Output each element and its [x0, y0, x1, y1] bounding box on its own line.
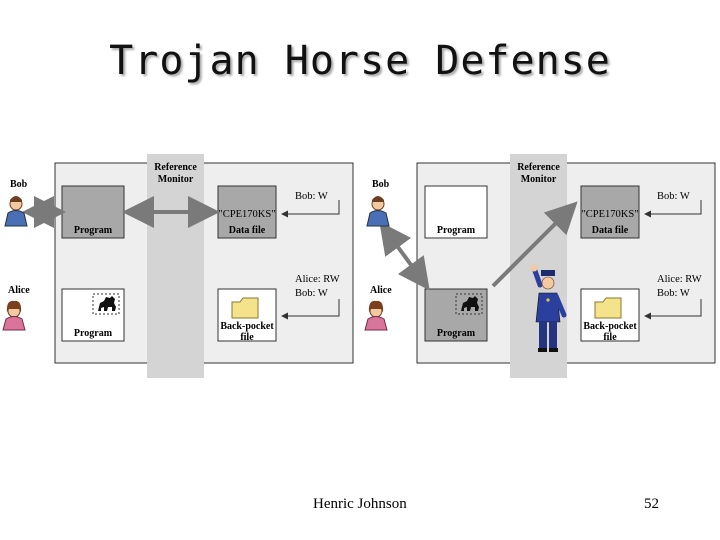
- right-trojan-box: [455, 293, 483, 315]
- left-pocket-label-1: Back-pocket: [220, 321, 274, 332]
- left-program-top-label: Program: [74, 225, 113, 236]
- slide-title: Trojan Horse Defense: [109, 38, 611, 84]
- left-data-file-label: Data file: [229, 225, 266, 236]
- footer-author: Henric Johnson: [313, 496, 407, 512]
- left-monitor-label-1: Reference: [154, 162, 197, 173]
- left-reference-monitor-band: [147, 154, 204, 378]
- right-bob-label: Bob: [372, 179, 390, 190]
- left-data-acl: Bob: W: [295, 191, 328, 202]
- right-alice-label: Alice: [370, 285, 392, 296]
- right-pocket-label-2: file: [603, 332, 617, 343]
- left-alice-avatar: [2, 300, 26, 331]
- right-panel: Reference Monitor Program Program "CPE17…: [364, 154, 716, 378]
- left-bob-avatar: [4, 196, 28, 227]
- right-monitor-label-2: Monitor: [521, 174, 557, 185]
- left-pocket-label-2: file: [240, 332, 254, 343]
- right-data-file: [580, 185, 640, 239]
- right-reference-monitor-band: [510, 154, 567, 378]
- right-pocket-acl-2: Bob: W: [657, 288, 690, 299]
- left-pocket-acl-arrow: [281, 299, 340, 320]
- left-monitor-label-2: Monitor: [158, 174, 194, 185]
- right-bob-avatar: [366, 196, 390, 227]
- right-monitor-label-1: Reference: [517, 162, 560, 173]
- right-bob-program-arrow: [379, 221, 430, 291]
- right-folder-icon: [594, 297, 622, 319]
- right-program-top: [424, 185, 488, 239]
- right-data-file-label: Data file: [592, 225, 629, 236]
- right-data-file-name: "CPE170KS": [581, 209, 638, 220]
- right-program-top-label: Program: [437, 225, 476, 236]
- left-program-bottom-label: Program: [74, 328, 113, 339]
- right-program-data-arrow-blocked: [491, 201, 578, 288]
- left-data-file-name: "CPE170KS": [218, 209, 275, 220]
- police-officer-icon: [530, 264, 567, 352]
- left-bob-label: Bob: [10, 179, 28, 190]
- right-alice-avatar: [364, 300, 388, 331]
- left-alice-label: Alice: [8, 285, 30, 296]
- right-pocket-label-1: Back-pocket: [583, 321, 637, 332]
- right-pocket-acl-1: Alice: RW: [657, 274, 702, 285]
- right-pocket-acl-arrow: [644, 299, 702, 320]
- left-panel: Reference Monitor Program Program "CPE17…: [2, 154, 354, 378]
- right-data-acl-arrow: [644, 200, 702, 218]
- right-program-bottom-label: Program: [437, 328, 476, 339]
- left-pocket-acl-2: Bob: W: [295, 288, 328, 299]
- right-data-acl: Bob: W: [657, 191, 690, 202]
- left-trojan-box: [92, 293, 120, 315]
- left-folder-icon: [231, 297, 259, 319]
- footer-page-number: 52: [644, 496, 659, 512]
- left-program-top: [61, 185, 125, 239]
- left-data-acl-arrow: [281, 200, 340, 218]
- left-pocket-acl-1: Alice: RW: [295, 274, 340, 285]
